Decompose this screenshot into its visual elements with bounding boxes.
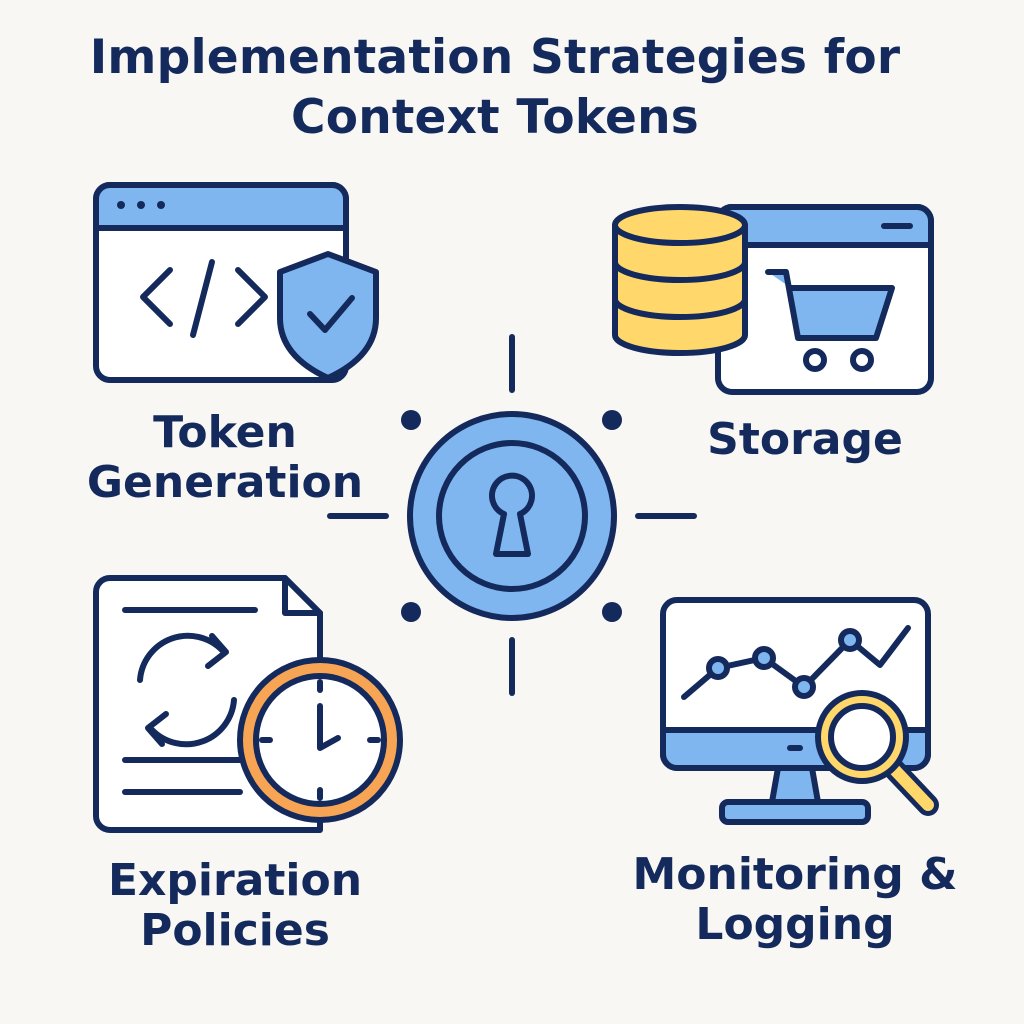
page-title: Implementation Strategies for Context To… <box>0 28 990 148</box>
label-expiration-policies-line-2: Policies <box>140 905 330 956</box>
database-icon <box>612 204 748 356</box>
label-storage-line-1: Storage <box>707 414 903 465</box>
refresh-icon <box>137 632 237 748</box>
center-rays <box>327 334 697 696</box>
clock-icon <box>237 657 403 823</box>
magnifier-icon <box>815 690 939 816</box>
label-expiration-policies-line-1: Expiration <box>107 855 363 906</box>
title-line-1: Implementation Strategies for <box>89 30 901 85</box>
shield-check-icon <box>277 251 379 381</box>
title-line-2: Context Tokens <box>291 90 699 145</box>
label-token-generation: Token Generation <box>60 408 390 508</box>
label-token-generation-line-2: Generation <box>86 457 364 508</box>
label-storage: Storage <box>670 415 940 465</box>
label-expiration-policies: Expiration Policies <box>60 856 410 956</box>
label-monitoring-logging-line-1: Monitoring & <box>632 849 958 900</box>
label-monitoring-logging-line-2: Logging <box>695 899 895 950</box>
label-monitoring-logging: Monitoring & Logging <box>620 850 970 950</box>
label-token-generation-line-1: Token <box>153 407 297 458</box>
shopping-cart-icon <box>765 269 895 372</box>
keyhole-lock-icon <box>407 411 617 621</box>
